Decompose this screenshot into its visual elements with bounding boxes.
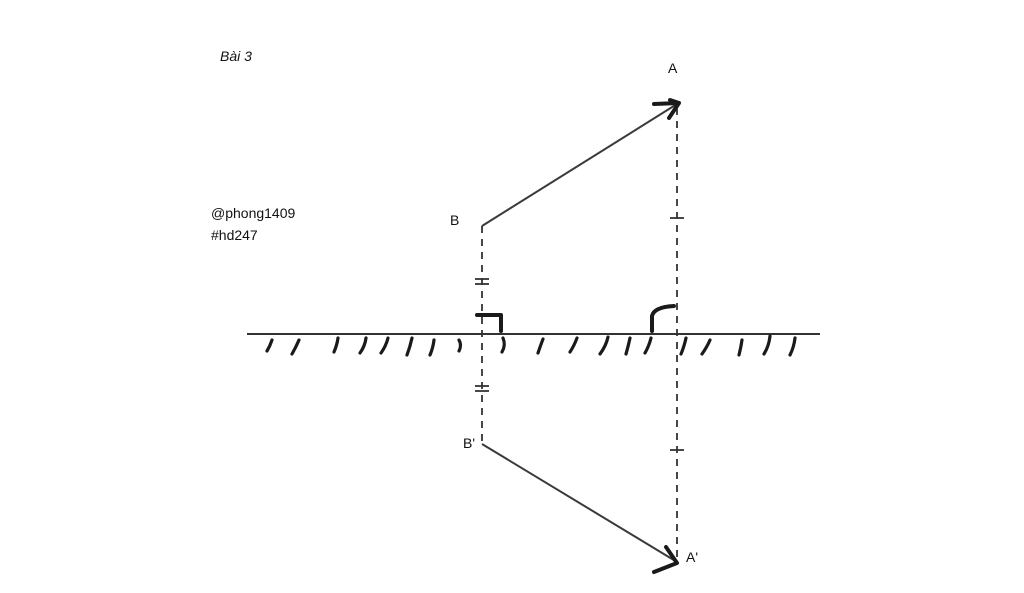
- segment-a-prime-b-prime: [481, 443, 678, 563]
- point-label-a-prime: A': [686, 549, 699, 565]
- exercise-title: Bài 3: [220, 48, 252, 64]
- right-angle-marker-a: [650, 304, 676, 333]
- mirror-hatching: [265, 334, 797, 357]
- segment-ab: [481, 103, 678, 227]
- author-tag: #hd247: [211, 227, 258, 243]
- point-label-b-prime: B': [463, 435, 476, 451]
- right-angle-marker-b: [475, 313, 503, 333]
- point-label-b: B: [450, 212, 460, 228]
- point-label-a: A: [668, 60, 678, 76]
- tick-marks-b: [475, 278, 489, 392]
- tick-marks-a: [670, 217, 684, 451]
- projection-lines: [481, 108, 678, 560]
- arrowhead-a-prime: [652, 545, 679, 574]
- arrowhead-a: [652, 98, 681, 120]
- author-handle: @phong1409: [211, 205, 296, 221]
